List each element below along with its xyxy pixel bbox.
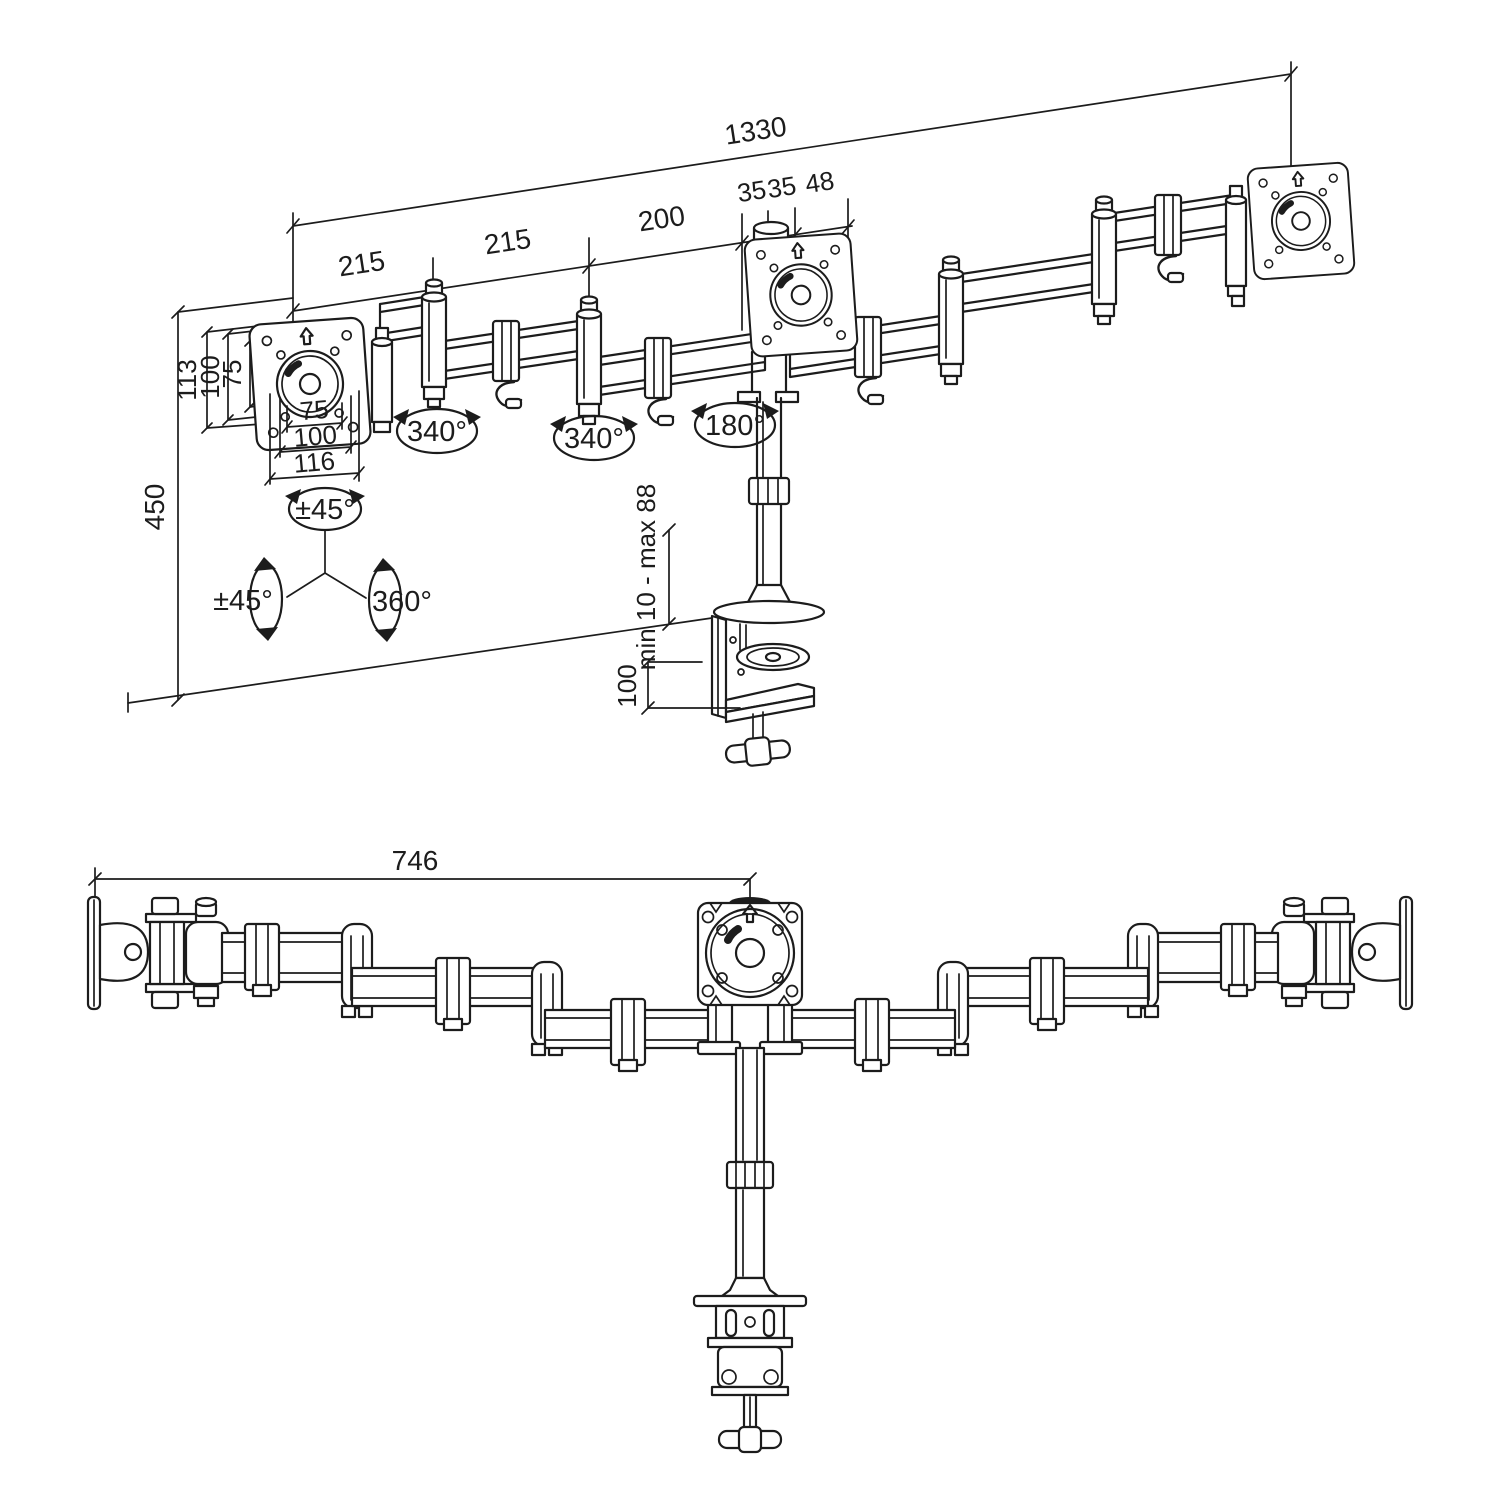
dim-label-75v: 75 bbox=[217, 360, 247, 389]
bottom-center-vesa-plate bbox=[696, 897, 804, 1007]
dim-label-offset2: 35 bbox=[765, 170, 798, 204]
vesa-plate-right bbox=[1247, 162, 1355, 280]
cable-clip-4 bbox=[1153, 193, 1185, 284]
rotation-badge-arm1: 340° bbox=[393, 407, 481, 455]
dim-center-offset: 746 bbox=[88, 845, 757, 902]
arm-joint-4 bbox=[1090, 195, 1118, 326]
vesa-plate-center bbox=[744, 233, 858, 357]
dim-label-100h: 100 bbox=[292, 419, 338, 453]
dim-label-height: 450 bbox=[139, 484, 170, 531]
bottom-center-column bbox=[692, 1046, 808, 1454]
dim-label-seg1: 215 bbox=[336, 245, 387, 283]
dim-label-100v: 100 bbox=[195, 355, 225, 398]
cable-clip-1 bbox=[491, 319, 523, 410]
cable-clip-2 bbox=[643, 336, 675, 427]
dim-label-clamp-range: min 10 - max 88 bbox=[631, 484, 661, 670]
dim-label-overall: 1330 bbox=[722, 111, 788, 151]
dim-label-offset3: 48 bbox=[803, 165, 836, 199]
dim-label-seg3: 200 bbox=[636, 200, 687, 238]
rot-label-swivel: 360° bbox=[372, 586, 432, 618]
top-perspective-view: 1330 215 215 200 35 35 48 bbox=[127, 61, 1355, 767]
rotation-badge-tilt: ±45° bbox=[285, 486, 367, 599]
rotation-badge-arm2: 340° bbox=[550, 414, 638, 462]
center-pole bbox=[712, 396, 826, 625]
rot-label-pole: 180° bbox=[705, 410, 765, 442]
dim-label-116: 116 bbox=[292, 445, 336, 478]
cable-clip-3 bbox=[853, 315, 885, 406]
dim-height-450: 450 bbox=[127, 297, 713, 713]
rot-label-roll: ±45° bbox=[213, 585, 273, 617]
arm-joint-2 bbox=[575, 295, 603, 426]
dim-clamp-range: min 10 - max 88 bbox=[631, 484, 676, 670]
bottom-right-arm-chain bbox=[760, 897, 1412, 1071]
rotation-badge-pole: 180° bbox=[691, 401, 779, 449]
rotation-badge-roll: ±45° bbox=[213, 557, 284, 641]
dim-label-746: 746 bbox=[392, 845, 439, 876]
dim-segments: 215 215 200 35 35 48 bbox=[286, 165, 855, 331]
dim-vesa-horizontal: 75 100 116 bbox=[264, 390, 365, 486]
arm-joint-1 bbox=[420, 278, 448, 409]
dim-label-113: 113 bbox=[172, 359, 202, 400]
left-plate-bracket bbox=[370, 326, 394, 434]
dim-vesa-vertical: 113 100 75 bbox=[172, 325, 271, 434]
desk-clamp bbox=[710, 614, 816, 767]
dim-label-75h: 75 bbox=[299, 394, 330, 426]
right-plate-bracket bbox=[1224, 184, 1248, 308]
dim-label-clamp-depth: 100 bbox=[612, 664, 642, 707]
rot-label-tilt: ±45° bbox=[295, 494, 355, 526]
bottom-front-view: 746 bbox=[88, 845, 1412, 1454]
dim-label-seg2: 215 bbox=[482, 223, 533, 261]
rotation-badge-swivel: 360° bbox=[367, 558, 432, 642]
rot-label-arm1: 340° bbox=[407, 416, 467, 448]
rot-label-arm2: 340° bbox=[564, 423, 624, 455]
arm-joint-3 bbox=[937, 255, 965, 386]
dim-clamp-depth: 100 bbox=[612, 655, 741, 715]
dim-label-offset1: 35 bbox=[735, 174, 768, 208]
bottom-left-arm-chain bbox=[88, 897, 740, 1071]
